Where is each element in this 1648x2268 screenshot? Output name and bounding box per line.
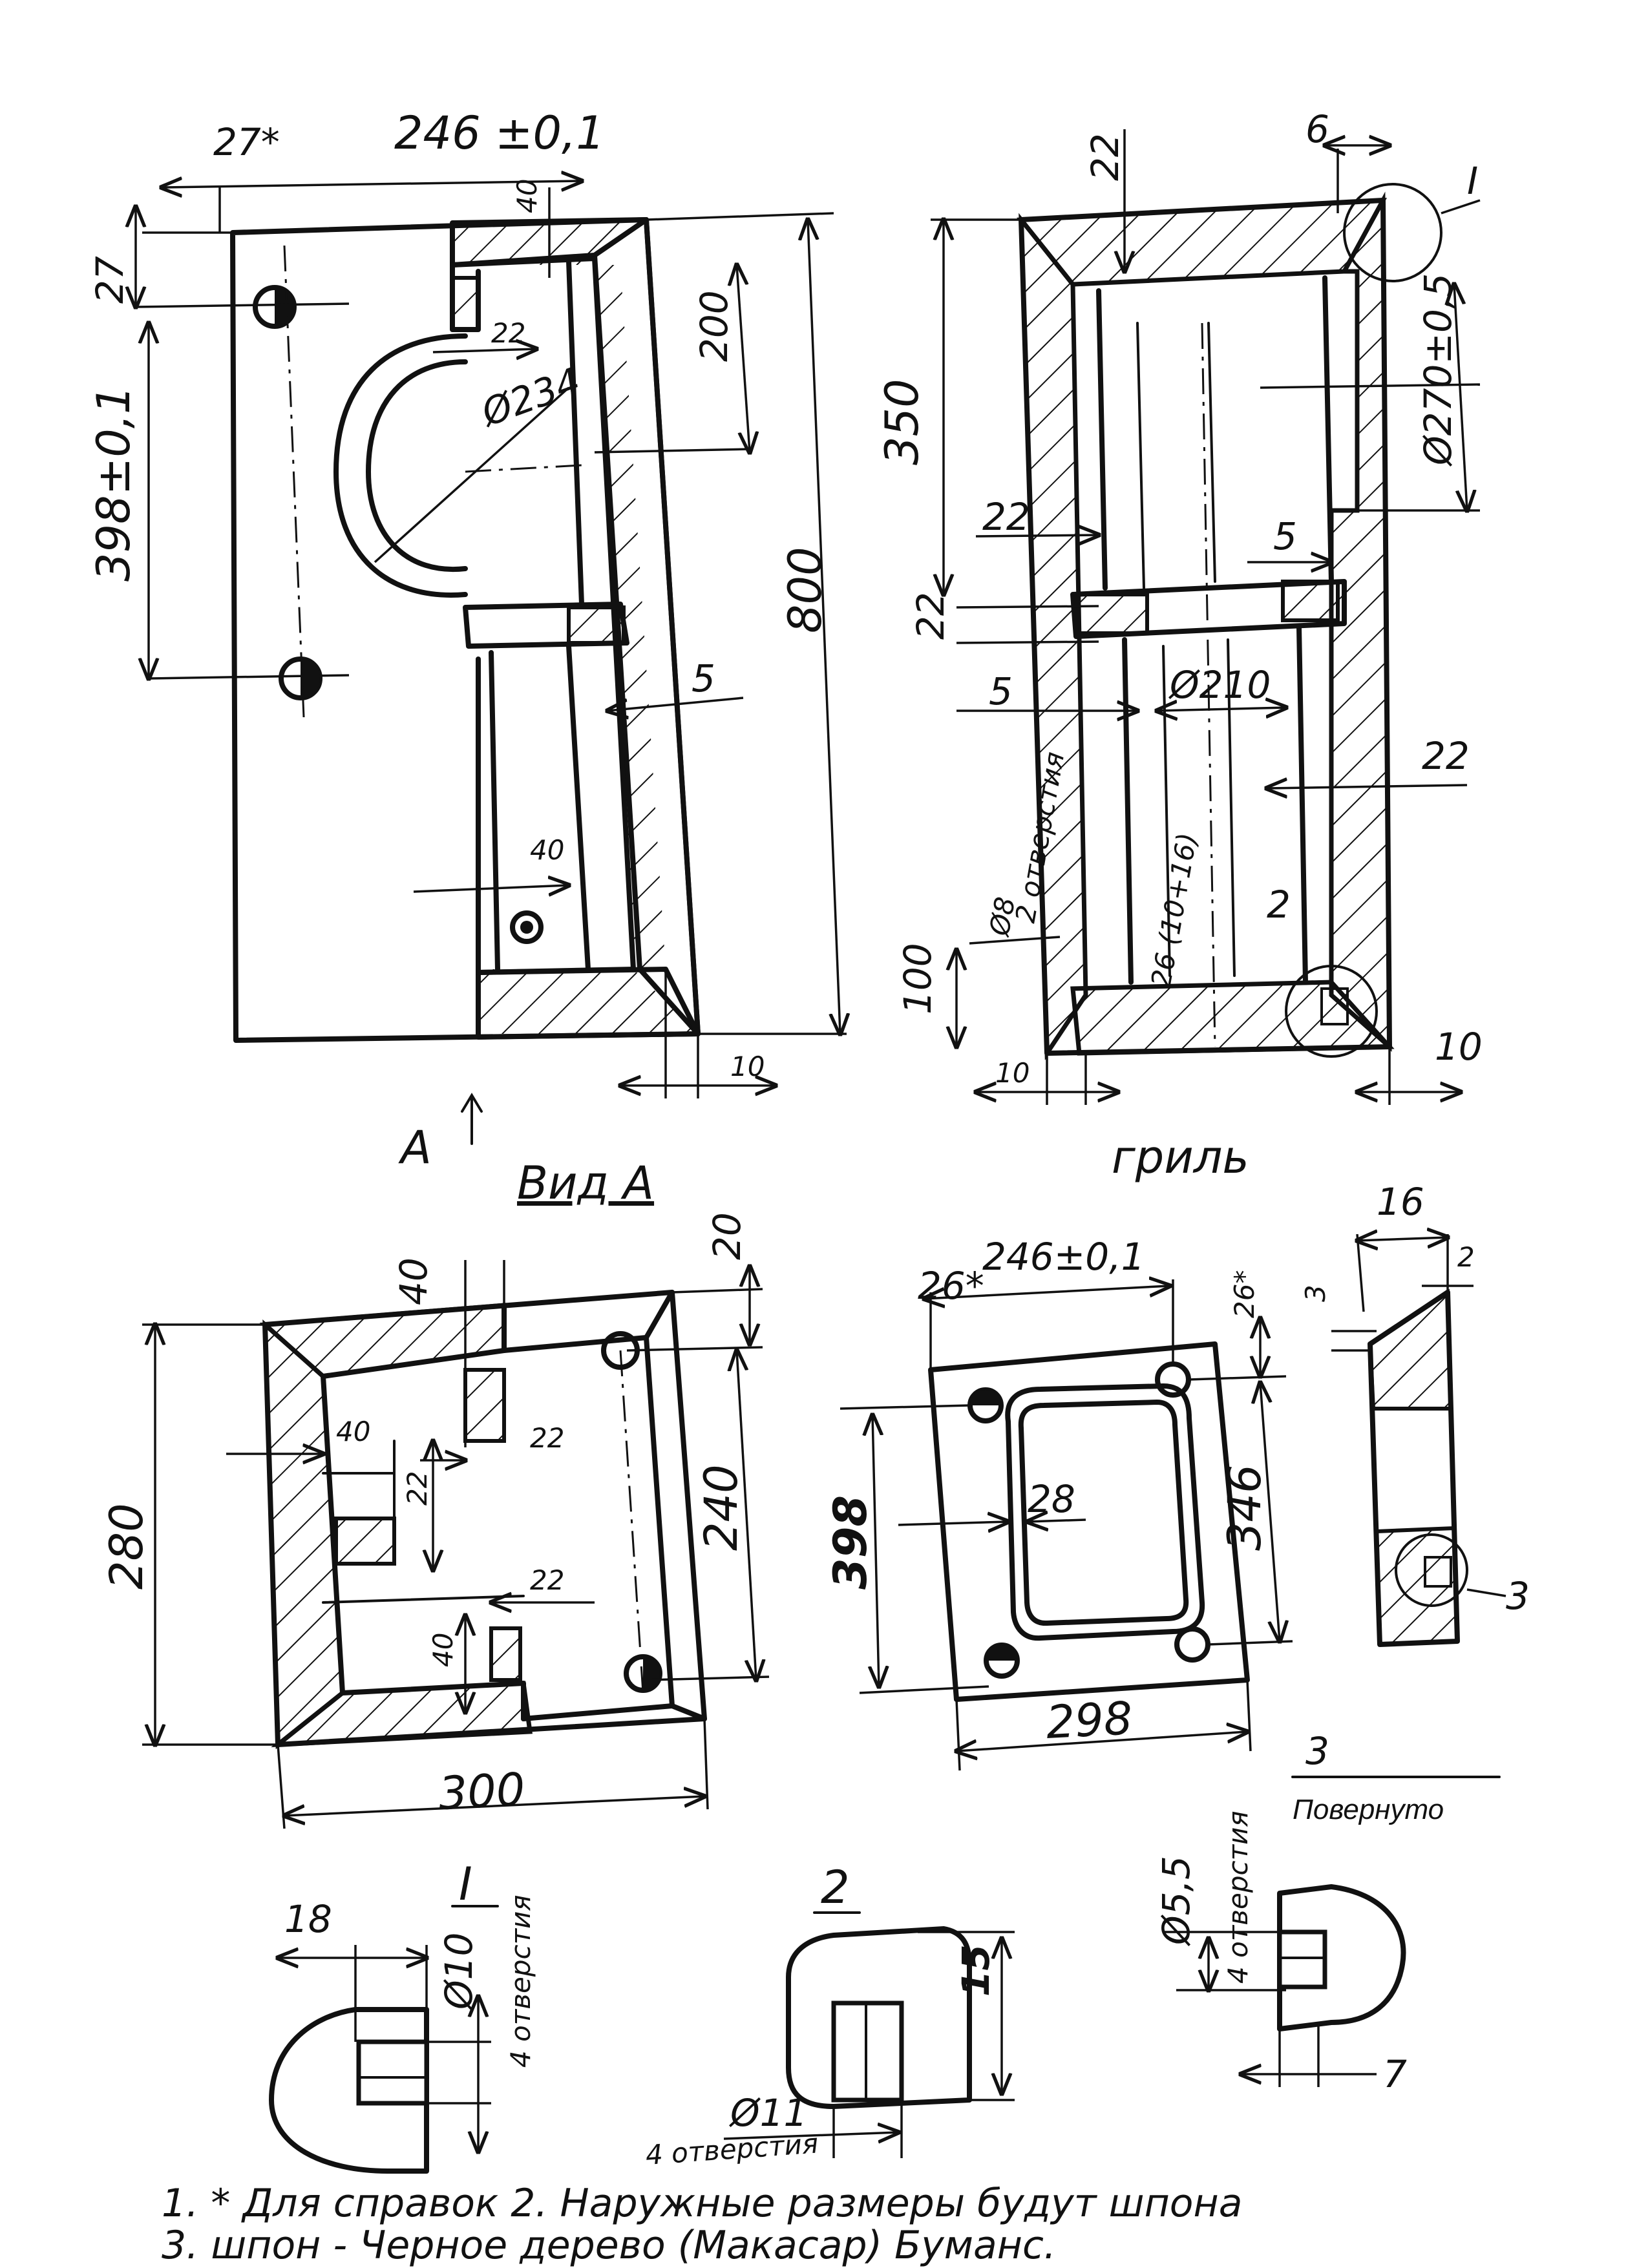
note-line-1: 1. * Для справок 2. Наружные размеры буд…	[162, 2181, 1243, 2226]
dim-18: 18	[284, 1897, 332, 1941]
dim-inner-22-b: 22	[401, 1471, 433, 1506]
profile-view-labels: 16 2 3 3	[1300, 1180, 1530, 1618]
dim-300: 300	[438, 1763, 527, 1820]
note-line-2: 3. шпон - Черное дерево (Макасар) Буманс…	[162, 2223, 1056, 2268]
dim-16: 16	[1377, 1180, 1424, 1224]
dim-10-l: 10	[995, 1057, 1030, 1089]
detail-1-number: I	[459, 1858, 472, 1911]
marker-2: 2	[1267, 883, 1291, 927]
detail-2	[723, 1911, 1015, 2158]
dim-100: 100	[896, 943, 940, 1014]
detail-1-labels: I 18 Ø10 4 отверстия	[284, 1858, 536, 2068]
dim-top-40: 40	[392, 1257, 436, 1305]
dim-22-r: 22	[1422, 734, 1470, 778]
detail-3-rotated-label: Повернуто	[1293, 1794, 1444, 1825]
dim-246: 246 ±0,1	[394, 107, 605, 160]
dim-26-star-r: 26*	[1229, 1270, 1260, 1318]
dim-d234: Ø234	[475, 359, 586, 436]
notes: 1. * Для справок 2. Наружные размеры буд…	[162, 2181, 1243, 2268]
detail-3-number: 3	[1305, 1729, 1329, 1773]
dim-6: 6	[1305, 107, 1329, 151]
detail-2-labels: 2 15 Ø11 4 отверстия	[644, 1861, 998, 2171]
dim-280: 280	[100, 1503, 153, 1590]
dim-hole-40: 40	[530, 834, 564, 866]
dim-240: 240	[695, 1464, 748, 1551]
detail-1	[269, 1905, 499, 2174]
dim-22-b: 22	[909, 592, 953, 640]
dim-2: 2	[1457, 1241, 1475, 1273]
dim-10: 10	[730, 1051, 765, 1082]
dim-27: 27	[88, 256, 132, 304]
plate-view-labels: 26* 246±0,1 26* 28 398 346 298	[824, 1235, 1271, 1749]
dim-22: 22	[491, 317, 525, 349]
dim-10-r: 10	[1435, 1025, 1483, 1069]
dim-28: 28	[1028, 1477, 1075, 1521]
dim-d5-5: Ø5,5	[1154, 1856, 1198, 1946]
dim-800: 800	[779, 547, 832, 633]
dim-350: 350	[876, 379, 929, 465]
dim-top-22: 22	[1083, 133, 1127, 181]
dim-5-l: 5	[989, 669, 1013, 713]
label-4-holes-d3: 4 отверстия	[1222, 1811, 1254, 1984]
dim-d210: Ø210	[1168, 663, 1271, 707]
dim-3-profile: 3	[1300, 1285, 1331, 1302]
caption-gril: гриль	[1112, 1131, 1249, 1184]
dim-398: 398±0,1	[87, 385, 140, 582]
dim-inner-40: 40	[336, 1416, 370, 1447]
detail-rotated	[1163, 1776, 1501, 2087]
dim-15: 15	[954, 1944, 998, 1997]
detail-2-number: 2	[821, 1861, 850, 1914]
dim-top-20: 20	[705, 1212, 749, 1260]
dim-398-plate: 398	[824, 1495, 877, 1590]
label-4-holes-d1: 4 отверстия	[505, 1895, 536, 2068]
dim-22-a: 22	[982, 495, 1030, 539]
dim-40: 40	[511, 179, 543, 213]
plate-view	[840, 1279, 1293, 1771]
dim-200: 200	[692, 290, 736, 362]
dim-d8: Ø8	[983, 894, 1021, 939]
dim-246-plate: 246±0,1	[982, 1235, 1145, 1279]
detail-rotated-labels: 3 Повернуто Ø5,5 4 отверстия 7	[1154, 1729, 1444, 2096]
view-arrow-a-label: A	[398, 1121, 432, 1174]
marker-3: 3	[1506, 1574, 1530, 1618]
dim-298: 298	[1045, 1692, 1134, 1749]
dim-inner-22: 22	[530, 1422, 564, 1454]
dim-7: 7	[1383, 2052, 1407, 2096]
view-a-labels: 40 20 40 22 22 22 40 280 240 300	[100, 1212, 749, 1820]
dim-inner-22-c: 22	[530, 1564, 564, 1596]
dim-26: 26 (10+16)	[1145, 830, 1203, 989]
dim-27-star: 27*	[213, 120, 280, 164]
section-view	[931, 129, 1481, 1105]
dim-5-r: 5	[1273, 514, 1297, 558]
dim-26-star: 26*	[918, 1264, 984, 1308]
marker-i: I	[1467, 159, 1478, 203]
dim-346: 346	[1218, 1464, 1271, 1551]
dim-d10: Ø10	[437, 1933, 481, 2011]
profile-view	[1331, 1234, 1506, 1647]
label-4-holes-d2: 4 отверстия	[644, 2127, 819, 2171]
front-view	[136, 181, 847, 1145]
dim-5: 5	[692, 656, 715, 700]
view-a: Вид А	[142, 1157, 770, 1829]
dim-inner-40-b: 40	[427, 1633, 459, 1667]
dim-d270: Ø270±0,5	[1416, 273, 1460, 467]
caption-view-a: Вид А	[517, 1157, 654, 1210]
dim-d11: Ø11	[729, 2091, 807, 2135]
